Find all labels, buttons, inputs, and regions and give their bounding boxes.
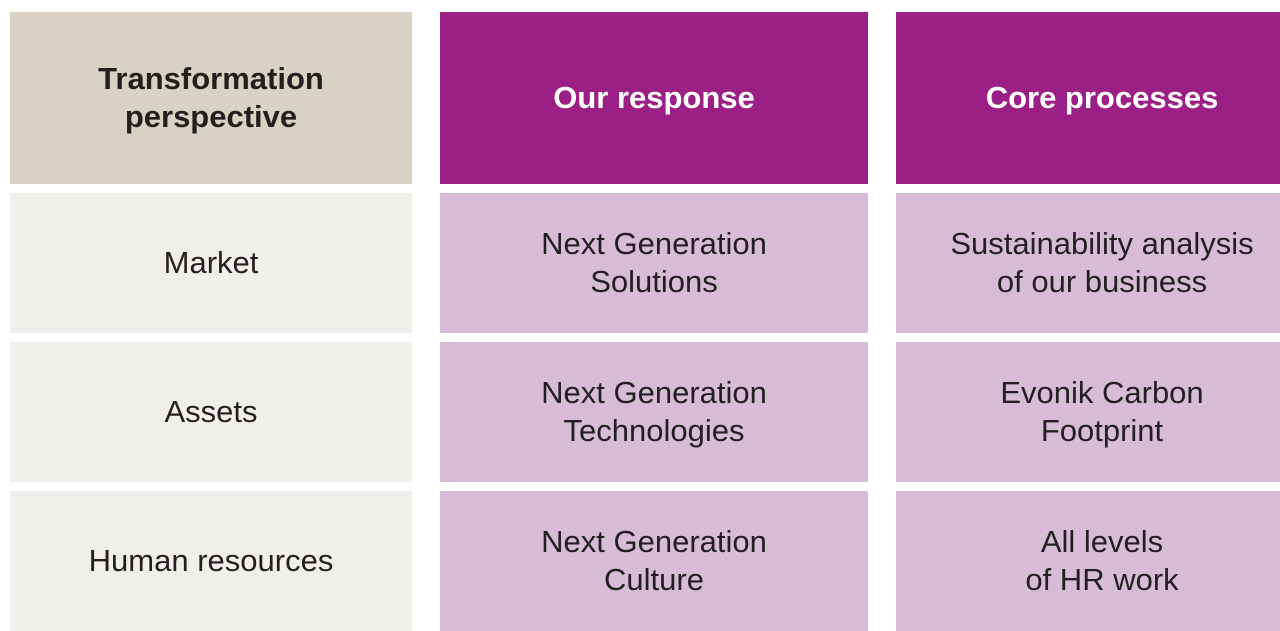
table-row: Evonik Carbon Footprint [896,342,1280,482]
column-header-our-response: Our response [440,12,868,184]
cell-process-line2: of HR work [1025,562,1179,597]
cell-process-line2: Footprint [1040,413,1164,448]
cell-perspective: Human resources [88,542,334,578]
cell-response-line1: Next Generation [541,225,767,261]
table-row: Next Generation Technologies [440,342,868,482]
column-header-label: Core processes [985,80,1219,116]
cell-process-line1: All levels [1040,523,1164,559]
table-row: Human resources [10,491,412,631]
cell-response-line2: Solutions [590,264,718,299]
column-header-core-processes: Core processes [896,12,1280,184]
column-header-transformation-perspective: Transformation perspective [10,12,412,184]
table-row: All levels of HR work [896,491,1280,631]
table-row: Sustainability analysis of our business [896,193,1280,333]
cell-response-line2: Culture [604,562,704,597]
cell-response-line1: Next Generation [541,374,767,410]
transformation-table: Transformation perspective Our response … [10,12,1280,631]
cell-process-line1: Evonik Carbon [1000,374,1204,410]
cell-process-line2: of our business [996,264,1208,299]
cell-response-line2: Technologies [563,413,745,448]
table-row: Market [10,193,412,333]
table-row: Next Generation Solutions [440,193,868,333]
cell-perspective: Market [163,244,259,280]
cell-response-line1: Next Generation [541,523,767,559]
column-header-label: Transformation perspective [98,61,324,134]
table-row: Next Generation Culture [440,491,868,631]
column-header-label: Our response [553,80,755,116]
cell-process-line1: Sustainability analysis [950,225,1254,261]
table-row: Assets [10,342,412,482]
cell-perspective: Assets [164,393,258,429]
